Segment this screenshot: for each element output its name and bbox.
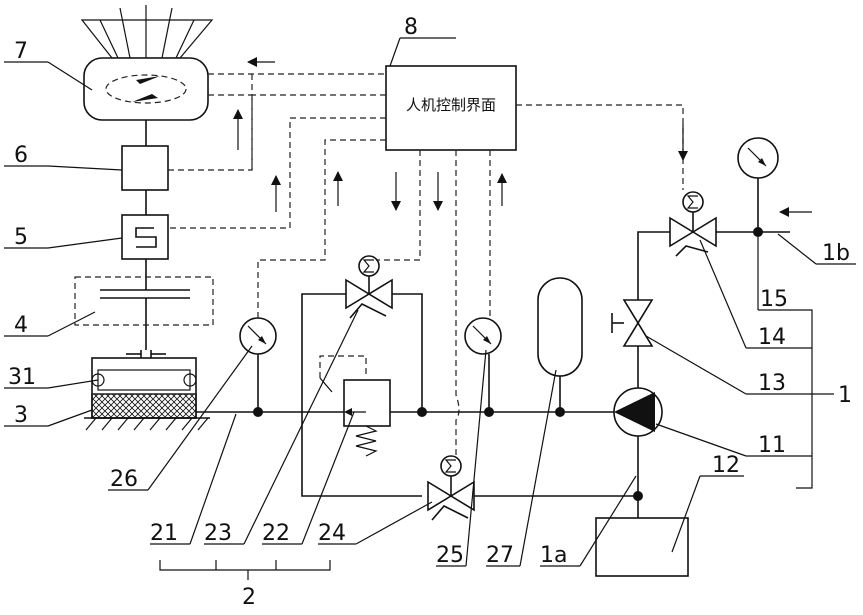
- label-4: 4: [14, 313, 28, 338]
- label-12: 12: [712, 453, 740, 478]
- pressure-gauge-icon: [738, 138, 778, 232]
- arrows: [238, 62, 812, 212]
- coupling-4-box: [75, 277, 213, 325]
- label-1: 1: [838, 383, 852, 408]
- label-8: 8: [404, 15, 418, 40]
- cylinder-3: [92, 350, 196, 418]
- label-26: 26: [110, 467, 138, 492]
- label-6: 6: [14, 143, 28, 168]
- control-panel-text: 人机控制界面: [406, 96, 496, 114]
- bracket-2: [160, 560, 330, 580]
- solenoid-valve-23: [346, 256, 392, 318]
- label-21: 21: [150, 521, 178, 546]
- pressure-gauge-icon: [465, 318, 501, 417]
- label-23: 23: [204, 521, 232, 546]
- label-1a: 1a: [540, 543, 567, 568]
- label-31: 31: [8, 365, 36, 390]
- solenoid-valve-14: [670, 192, 716, 256]
- spray-head-icon: [82, 5, 212, 58]
- label-24: 24: [318, 521, 346, 546]
- component-6-box: [122, 146, 168, 190]
- label-15: 15: [760, 287, 788, 312]
- label-5: 5: [14, 225, 28, 250]
- label-22: 22: [262, 521, 290, 546]
- label-13: 13: [758, 371, 786, 396]
- pump-triangle-icon: [614, 388, 662, 436]
- bypass-loop: [302, 294, 346, 412]
- label-2: 2: [242, 585, 256, 610]
- label-11: 11: [758, 433, 786, 458]
- rotary-motor-unit: [84, 58, 208, 120]
- pressure-gauge-icon: [240, 318, 276, 417]
- manual-valve-13: [612, 300, 652, 346]
- label-25: 25: [436, 543, 464, 568]
- label-3: 3: [14, 403, 28, 428]
- bracket-1: [790, 310, 834, 488]
- s-switch-icon: [122, 215, 168, 259]
- solenoid-valve-24: [428, 456, 474, 520]
- relief-valve-22: [320, 356, 390, 456]
- label-14: 14: [758, 325, 786, 350]
- label-7: 7: [14, 39, 28, 64]
- label-27: 27: [486, 543, 514, 568]
- ground-hatch: [84, 418, 210, 430]
- label-1b: 1b: [822, 241, 850, 266]
- accumulator-27: [538, 278, 582, 417]
